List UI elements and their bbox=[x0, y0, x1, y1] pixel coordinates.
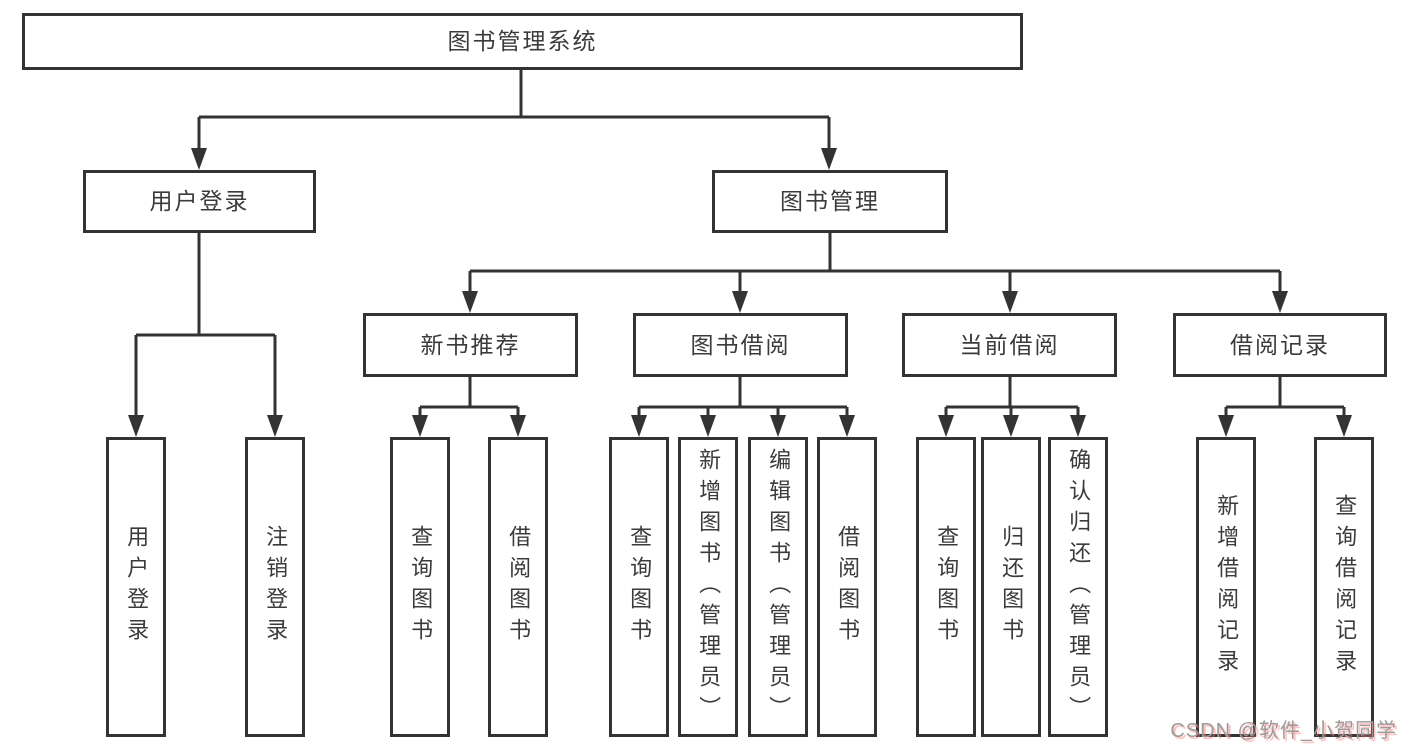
leaf-rec-query-book: 查询图书 bbox=[390, 437, 450, 737]
leaf-rec-borrow-book: 借阅图书 bbox=[488, 437, 548, 737]
node-user-login: 用户登录 bbox=[83, 170, 316, 233]
leaf-add-borrow-record: 新增借阅记录 bbox=[1196, 437, 1256, 737]
leaf-borrow-query-book: 查询图书 bbox=[609, 437, 669, 737]
node-book-borrowing: 图书借阅 bbox=[633, 313, 848, 377]
edge-cur-borrow-children bbox=[938, 377, 1086, 437]
csdn-watermark: CSDN @软件_小贺同学 bbox=[1170, 720, 1397, 742]
node-book-management: 图书管理 bbox=[712, 170, 948, 233]
node-library-management-system: 图书管理系统 bbox=[22, 13, 1023, 70]
edge-book-borrow-children bbox=[631, 377, 855, 437]
edge-root-to-level2 bbox=[191, 70, 837, 170]
edge-book-mgmt-children bbox=[462, 233, 1288, 313]
leaf-confirm-return-admin: 确认归还（管理员） bbox=[1048, 437, 1108, 737]
leaf-add-book-admin: 新增图书（管理员） bbox=[678, 437, 738, 737]
node-current-borrowing: 当前借阅 bbox=[902, 313, 1117, 377]
leaf-return-book: 归还图书 bbox=[981, 437, 1041, 737]
leaf-edit-book-admin: 编辑图书（管理员） bbox=[748, 437, 808, 737]
node-new-book-recommendation: 新书推荐 bbox=[363, 313, 578, 377]
leaf-query-borrow-record: 查询借阅记录 bbox=[1314, 437, 1374, 737]
leaf-borrow-book: 借阅图书 bbox=[817, 437, 877, 737]
leaf-user-login: 用户登录 bbox=[106, 437, 166, 737]
edge-user-login-children bbox=[128, 233, 283, 437]
leaf-current-query-book: 查询图书 bbox=[916, 437, 976, 737]
edge-borrow-rec-children bbox=[1218, 377, 1352, 437]
edge-new-book-rec-children bbox=[412, 377, 526, 437]
node-borrowing-records: 借阅记录 bbox=[1173, 313, 1387, 377]
leaf-logout: 注销登录 bbox=[245, 437, 305, 737]
